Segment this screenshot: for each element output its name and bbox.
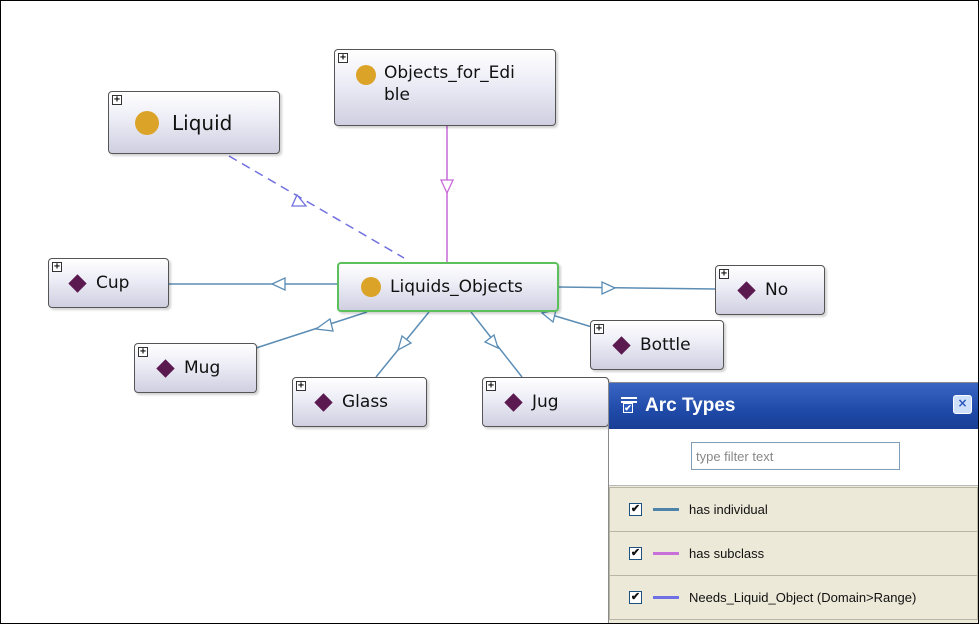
node-bottle[interactable]: + Bottle xyxy=(590,320,724,370)
arc-color-swatch xyxy=(653,552,679,555)
arc-type-label: has individual xyxy=(689,502,768,517)
node-label: Mug xyxy=(184,358,221,378)
arc-color-swatch xyxy=(653,596,679,599)
expand-icon[interactable]: + xyxy=(338,52,348,63)
arc-types-title: Arc Types xyxy=(645,395,736,416)
expand-icon[interactable]: + xyxy=(719,268,729,279)
individual-icon xyxy=(156,358,175,378)
node-no[interactable]: + No xyxy=(715,265,825,315)
expand-icon[interactable]: + xyxy=(486,380,496,391)
class-icon xyxy=(135,110,159,135)
node-label: Glass xyxy=(342,392,389,412)
edge-arrowhead xyxy=(601,280,617,296)
checkbox[interactable]: ✔ xyxy=(629,503,642,516)
arc-type-row-has-subclass[interactable]: ✔ has subclass xyxy=(609,531,978,576)
arc-color-swatch xyxy=(653,508,679,511)
edge-liquids-objects-mug xyxy=(255,311,368,349)
arc-type-list: ✔ has individual ✔ has subclass ✔ Needs_… xyxy=(609,486,978,620)
expand-icon[interactable]: + xyxy=(594,323,604,334)
class-icon xyxy=(361,277,381,297)
node-label: Liquids_Objects xyxy=(390,277,523,297)
edge-liquids-objects-no xyxy=(557,286,716,290)
filter-input[interactable] xyxy=(691,442,900,470)
node-label: Jug xyxy=(532,392,559,412)
filter-area xyxy=(609,429,978,486)
node-label: Liquid xyxy=(172,110,233,135)
arc-type-label: Needs_Liquid_Object (Domain>Range) xyxy=(689,590,917,605)
edge-liquid-liquids-objects xyxy=(228,155,405,259)
node-cup[interactable]: + Cup xyxy=(48,258,169,308)
node-liquid[interactable]: + Liquid xyxy=(108,91,280,154)
node-label: No xyxy=(765,280,789,300)
edge-arrowhead xyxy=(270,276,286,292)
individual-icon xyxy=(737,280,756,300)
arc-types-panel: ✔ Arc Types × ✔ has individual ✔ has sub… xyxy=(608,382,978,623)
expand-icon[interactable]: + xyxy=(296,380,306,391)
individual-icon xyxy=(504,392,523,412)
edge-arrowhead xyxy=(439,179,455,195)
node-jug[interactable]: + Jug xyxy=(482,377,609,427)
edge-arrowhead xyxy=(290,193,308,207)
individual-icon xyxy=(68,273,87,293)
node-label: Objects_for_Edi ble xyxy=(384,63,515,105)
arc-type-row-has-individual[interactable]: ✔ has individual xyxy=(609,487,978,532)
node-label: Bottle xyxy=(640,335,691,355)
node-glass[interactable]: + Glass xyxy=(292,377,427,427)
expand-icon[interactable]: + xyxy=(112,94,122,105)
arc-types-icon: ✔ xyxy=(621,397,637,415)
checkbox[interactable]: ✔ xyxy=(629,591,642,604)
edge-arrowhead xyxy=(314,317,334,332)
class-icon xyxy=(356,65,376,85)
node-label: Cup xyxy=(96,273,130,293)
expand-icon[interactable]: + xyxy=(52,261,62,272)
edge-arrowhead xyxy=(483,333,500,350)
node-liquids-objects[interactable]: Liquids_Objects xyxy=(337,262,559,312)
individual-icon xyxy=(314,392,333,412)
arc-type-label: has subclass xyxy=(689,546,765,561)
individual-icon xyxy=(612,335,631,355)
node-mug[interactable]: + Mug xyxy=(134,343,257,393)
arc-types-title-bar[interactable]: ✔ Arc Types × xyxy=(609,383,978,429)
edge-arrowhead xyxy=(396,334,413,352)
close-icon[interactable]: × xyxy=(953,395,972,414)
checkbox[interactable]: ✔ xyxy=(629,547,642,560)
arc-type-row-needs-liquid-object[interactable]: ✔ Needs_Liquid_Object (Domain>Range) xyxy=(609,575,978,620)
expand-icon[interactable]: + xyxy=(138,346,148,357)
node-objects-for-edible[interactable]: + Objects_for_Edi ble xyxy=(334,49,556,126)
